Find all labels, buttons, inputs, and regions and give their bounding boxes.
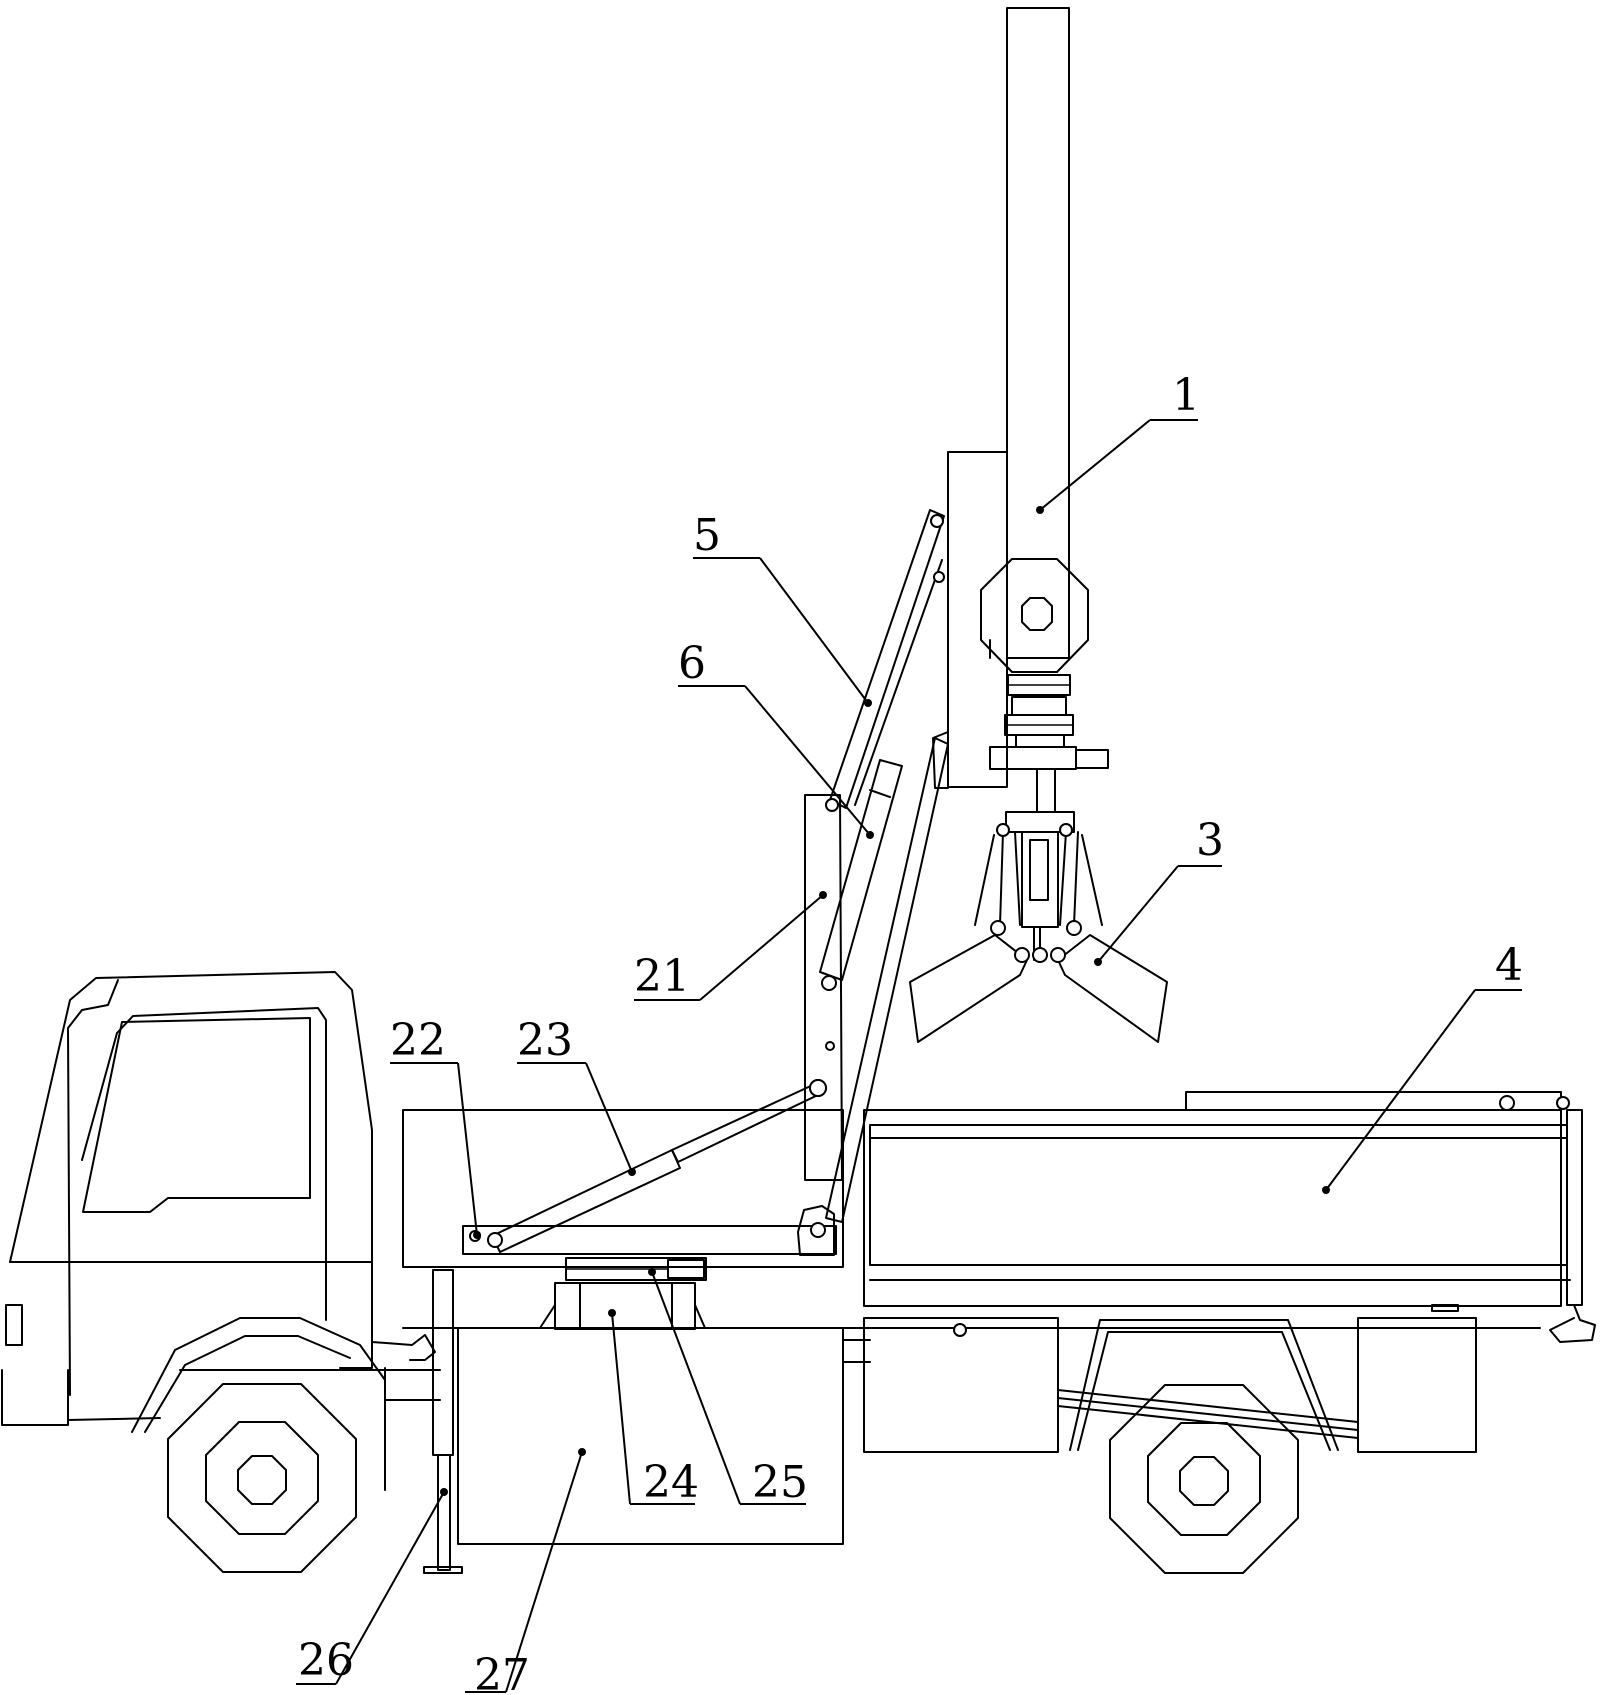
callout-22-label: 25 xyxy=(752,1457,808,1508)
callout-25: 21 xyxy=(634,891,827,1002)
vertical-mast xyxy=(947,7,1109,813)
callout-4-label: 3 xyxy=(1196,815,1224,866)
callout-6-label: 4 xyxy=(1495,940,1523,991)
callout-25-label: 21 xyxy=(634,951,690,1002)
callout-23: 22 xyxy=(390,1015,481,1239)
base-boom xyxy=(462,1079,837,1256)
callout-6: 4 xyxy=(1322,940,1523,1194)
callout-5: 26 xyxy=(296,1488,448,1686)
callout-5-label: 26 xyxy=(298,1635,354,1686)
callout-24: 23 xyxy=(517,1015,636,1176)
callout-21: 24 xyxy=(608,1309,699,1508)
callout-27-label: 6 xyxy=(678,638,706,689)
rear-wheel xyxy=(1109,1384,1299,1574)
front-wheel xyxy=(167,1383,357,1573)
callout-1: 27 xyxy=(465,1448,586,1695)
chassis xyxy=(402,1109,1541,1545)
truck-cab xyxy=(1,971,441,1491)
boom-linkage xyxy=(804,509,949,1223)
callout-26: 5 xyxy=(693,510,872,707)
callout-3-label: 1 xyxy=(1172,370,1200,421)
callout-24-label: 23 xyxy=(517,1015,573,1066)
cargo-bed xyxy=(863,1091,1596,1343)
callout-26-label: 5 xyxy=(693,510,721,561)
callout-27: 6 xyxy=(678,638,874,839)
grab-bucket xyxy=(909,811,1168,1043)
callouts: 1 3 4 5 6 21 xyxy=(296,370,1523,1695)
callout-23-label: 22 xyxy=(390,1015,446,1066)
callout-4: 3 xyxy=(1094,815,1224,966)
outrigger xyxy=(423,1269,463,1574)
callout-1-label: 27 xyxy=(474,1650,530,1695)
callout-3: 1 xyxy=(1036,370,1200,514)
callout-22: 25 xyxy=(648,1268,808,1508)
slewing-base xyxy=(539,1257,707,1330)
callout-21-label: 24 xyxy=(643,1457,699,1508)
